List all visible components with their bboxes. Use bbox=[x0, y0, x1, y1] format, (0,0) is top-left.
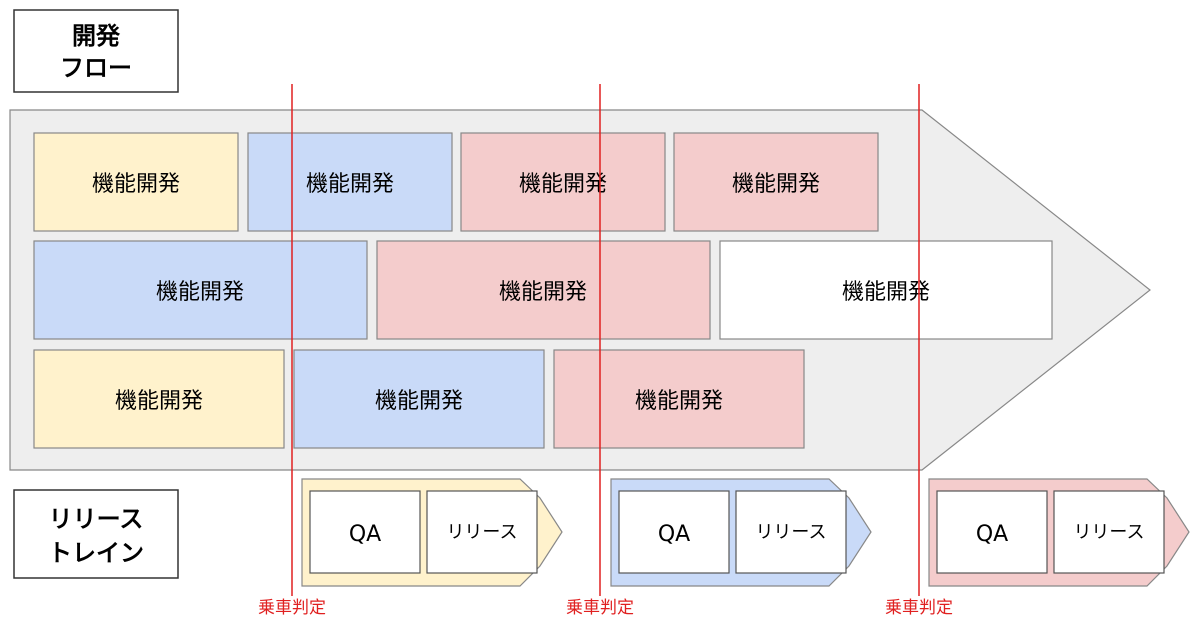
release-train-3: QA リリース bbox=[928, 478, 1190, 587]
dev-flow-label-line1: 開発 bbox=[72, 22, 121, 50]
qa-label: QA bbox=[658, 522, 690, 547]
boarding-decision-markers: 乗車判定 乗車判定 乗車判定 bbox=[258, 84, 953, 618]
feature-box bbox=[33, 240, 368, 340]
feature-box bbox=[719, 240, 1053, 340]
feature-row-3: 機能開発 機能開発 機能開発 bbox=[33, 349, 805, 449]
feature-box bbox=[247, 132, 453, 232]
decision-label: 乗車判定 bbox=[566, 598, 634, 618]
feature-box bbox=[293, 349, 545, 449]
release-train-2: QA リリース bbox=[610, 478, 872, 587]
feature-label: 機能開発 bbox=[732, 172, 820, 197]
feature-label: 機能開発 bbox=[115, 389, 203, 414]
dev-flow-label-line2: フロー bbox=[60, 54, 132, 82]
qa-label: QA bbox=[976, 522, 1008, 547]
feature-row-1: 機能開発 機能開発 機能開発 機能開発 bbox=[33, 132, 879, 232]
qa-box bbox=[309, 490, 421, 574]
dev-flow-label-box: 開発 フロー bbox=[13, 9, 179, 93]
feature-box bbox=[33, 349, 285, 449]
release-label: リリース bbox=[1073, 522, 1144, 543]
release-label: リリース bbox=[446, 522, 517, 543]
feature-label: 機能開発 bbox=[375, 389, 463, 414]
decision-label: 乗車判定 bbox=[885, 598, 953, 618]
feature-label: 機能開発 bbox=[156, 280, 244, 305]
qa-box bbox=[618, 490, 730, 574]
release-train-label-line2: トレイン bbox=[48, 539, 144, 567]
release-box bbox=[426, 490, 538, 574]
release-label: リリース bbox=[755, 522, 826, 543]
feature-label: 機能開発 bbox=[519, 172, 607, 197]
qa-label: QA bbox=[349, 522, 381, 547]
feature-label: 機能開発 bbox=[92, 172, 180, 197]
feature-box bbox=[33, 132, 239, 232]
feature-label: 機能開発 bbox=[306, 172, 394, 197]
release-train-label-box: リリース トレイン bbox=[13, 489, 179, 579]
release-train-1: QA リリース bbox=[301, 478, 563, 587]
feature-row-2: 機能開発 機能開発 機能開発 bbox=[33, 240, 1053, 340]
release-box bbox=[735, 490, 847, 574]
feature-label: 機能開発 bbox=[635, 389, 723, 414]
release-train-label-line1: リリース bbox=[49, 505, 144, 533]
feature-label: 機能開発 bbox=[499, 280, 587, 305]
feature-box bbox=[673, 132, 879, 232]
qa-box bbox=[936, 490, 1048, 574]
decision-label: 乗車判定 bbox=[258, 598, 326, 618]
feature-box bbox=[553, 349, 805, 449]
feature-box bbox=[376, 240, 711, 340]
release-box bbox=[1053, 490, 1165, 574]
feature-box bbox=[460, 132, 666, 232]
feature-label: 機能開発 bbox=[842, 280, 930, 305]
